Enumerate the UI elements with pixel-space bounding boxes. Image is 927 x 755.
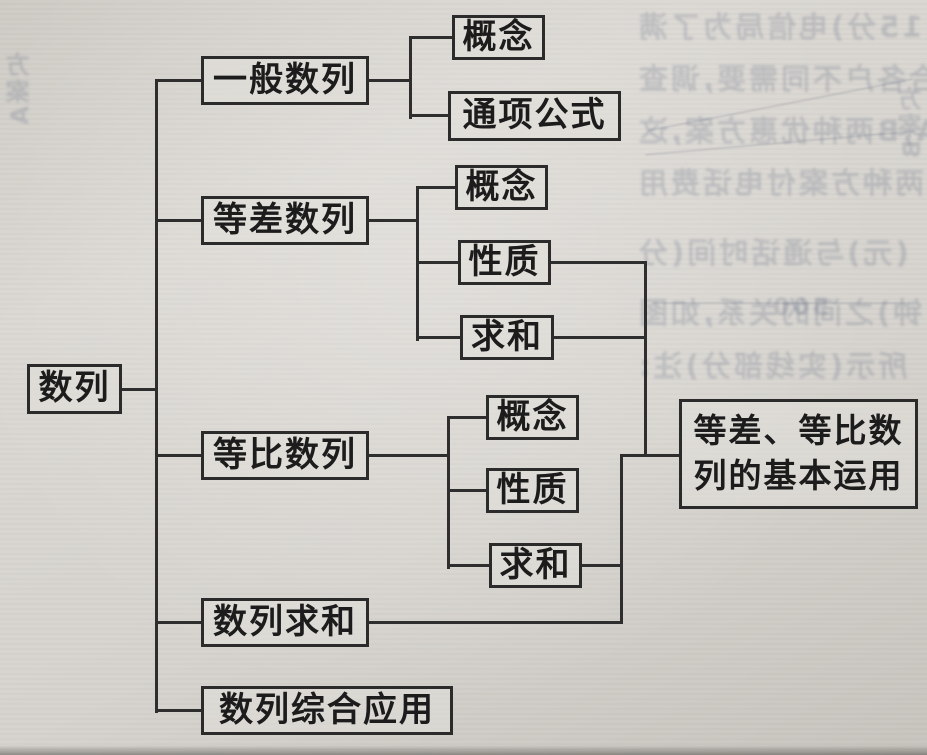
scan-edge-shadow: [0, 745, 927, 755]
node-branch-geometric-sequence: 等比数列: [201, 431, 369, 480]
node-branch-sequence-summation: 数列求和: [201, 598, 369, 647]
connector-line: [158, 621, 201, 624]
bleedthrough-text: 所示(实线部分)注:: [636, 349, 908, 383]
connector-line: [158, 454, 201, 457]
connector-line: [155, 79, 158, 713]
node-arithmetic-concept: 概念: [455, 165, 548, 210]
connector-line: [412, 36, 452, 39]
connector-line: [620, 454, 679, 457]
bleedthrough-text: 合各户不同需要,调查: [636, 62, 927, 96]
connector-line: [620, 454, 623, 624]
node-branch-comprehensive-application: 数列综合应用: [201, 686, 453, 735]
bleedthrough-text: 500: [770, 293, 830, 321]
bleedthrough-text: 方案B: [898, 86, 926, 162]
node-general-term-formula: 通项公式: [448, 91, 621, 141]
node-root-sequence: 数列: [27, 364, 122, 414]
connector-line: [158, 709, 201, 712]
bleedthrough-text: 方案A: [6, 52, 34, 128]
connector-line: [369, 454, 450, 457]
node-branch-general-sequence: 一般数列: [201, 56, 369, 105]
connector-line: [158, 219, 201, 222]
connector-line: [551, 261, 645, 264]
node-branch-arithmetic-sequence: 等差数列: [201, 196, 369, 245]
node-general-concept: 概念: [452, 15, 545, 60]
bleedthrough-text: (15分)电信局为了满: [636, 10, 927, 44]
connector-line: [450, 416, 486, 419]
connector-line: [409, 36, 412, 119]
connector-line: [450, 489, 486, 492]
connector-line: [158, 79, 201, 82]
bleedthrough-text: 两种方案付电话费用: [636, 166, 925, 200]
connector-line: [419, 186, 455, 189]
node-arithmetic-summation: 求和: [460, 315, 554, 360]
connector-line: [412, 114, 448, 117]
node-arithmetic-property: 性质: [458, 240, 551, 285]
connector-line: [450, 564, 489, 567]
connector-line: [416, 186, 419, 341]
connector-line: [554, 336, 645, 339]
bleedthrough-graph-line: [652, 302, 910, 304]
connector-line: [447, 416, 450, 569]
bleedthrough-text: (元)与通话时间(分: [636, 236, 909, 270]
connector-line: [582, 564, 623, 567]
node-geometric-summation: 求和: [489, 543, 582, 588]
node-geometric-concept: 概念: [486, 395, 579, 440]
connector-line: [419, 261, 458, 264]
node-merge-basic-application: 等差、等比数列的基本运用: [679, 399, 918, 509]
connector-line: [122, 388, 158, 391]
connector-line: [419, 336, 460, 339]
node-geometric-property: 性质: [486, 468, 579, 513]
connector-line: [369, 79, 412, 82]
connector-line: [369, 621, 623, 624]
connector-line: [644, 261, 647, 457]
connector-line: [369, 219, 419, 222]
